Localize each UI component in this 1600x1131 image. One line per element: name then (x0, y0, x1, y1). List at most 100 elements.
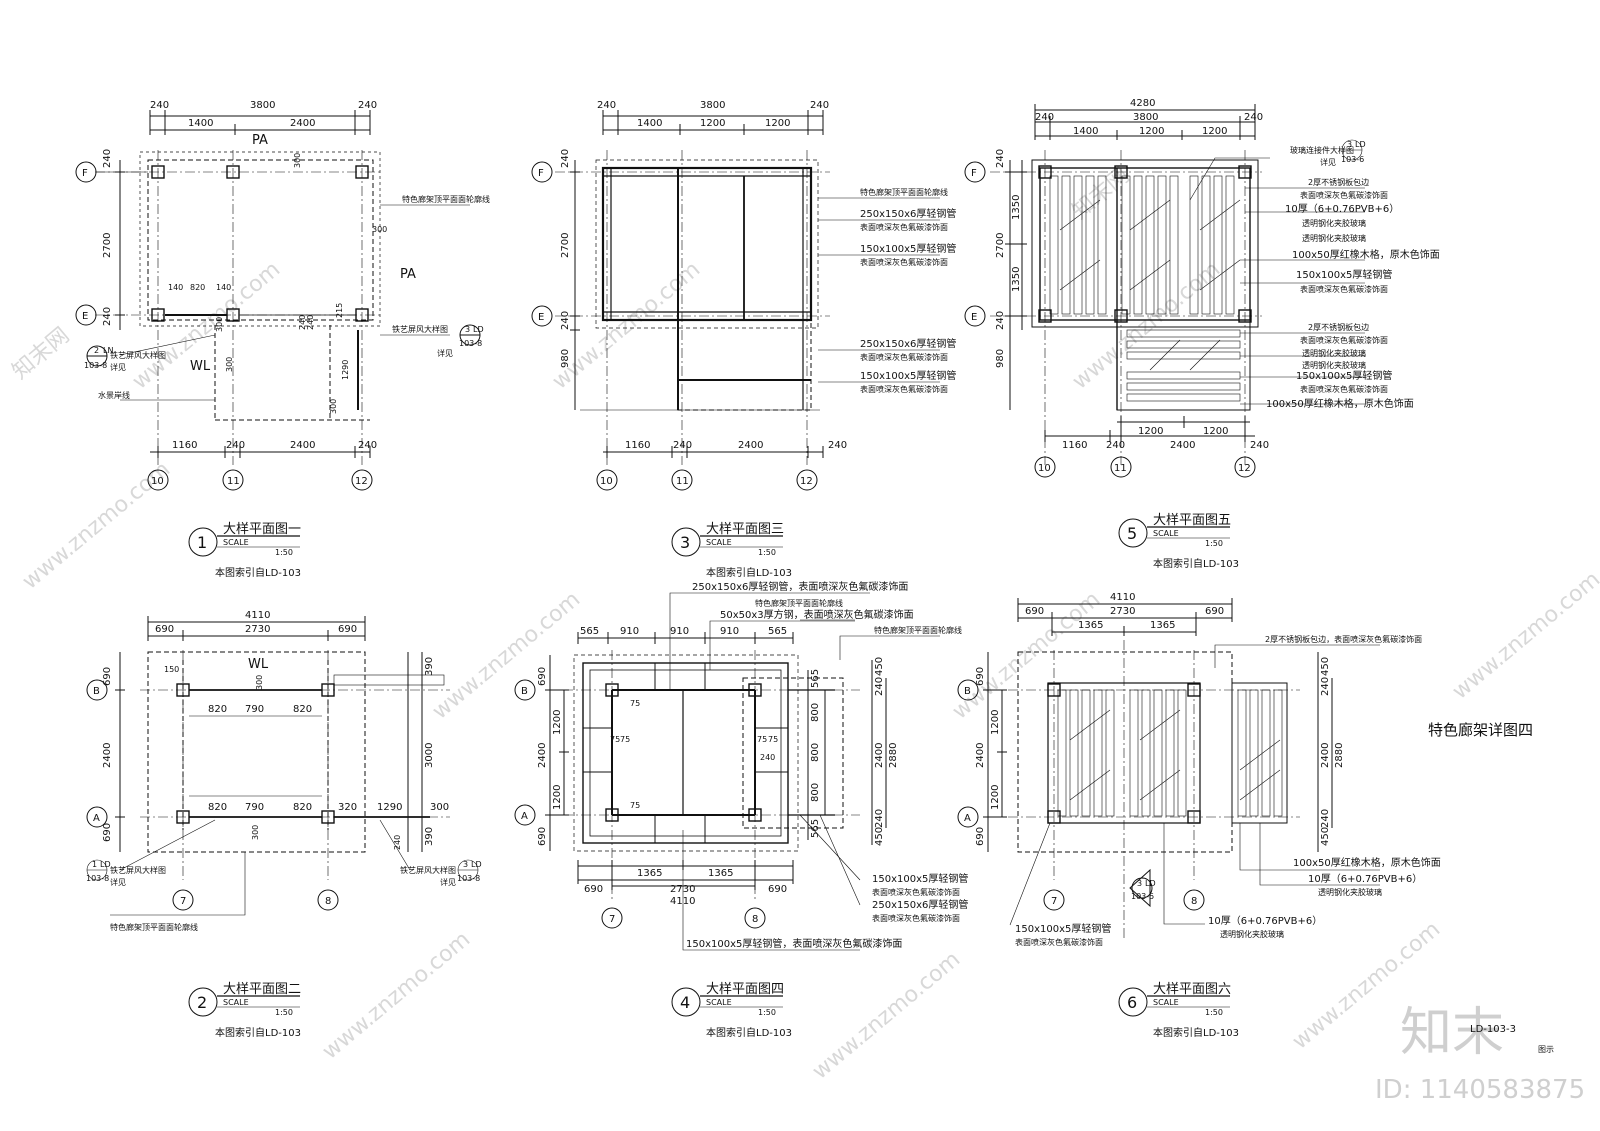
dim-text: 2730 (670, 884, 695, 895)
note-text: 250x150x6厚轻钢管 (860, 207, 956, 220)
grid-bubble-label: B (93, 686, 100, 697)
dim-text: 790 (245, 802, 264, 813)
callout-tag: LD (1145, 879, 1156, 888)
scale-label: SCALE (706, 538, 732, 547)
scale-value: 1:50 (758, 1008, 776, 1017)
plan-reference: 本图索引自LD-103 (1153, 1026, 1239, 1039)
dim-text: 240 (760, 753, 775, 762)
dim-text: 240 (1106, 440, 1125, 451)
dim-text: 1350 (1011, 267, 1022, 292)
note-text: 150x100x5厚轻钢管 (1015, 922, 1111, 935)
dim-text: 4110 (1110, 592, 1135, 603)
dim-text: 300 (372, 225, 387, 234)
dim-text: 820 (293, 802, 312, 813)
dim-text: 690 (1205, 606, 1224, 617)
plan-number: 2 (197, 993, 207, 1012)
note-text: 透明钢化夹胶玻璃 (1220, 929, 1284, 939)
dim-text: 2880 (1334, 743, 1345, 768)
dim-text: 690 (537, 667, 548, 686)
note-text: 表面喷深灰色氟碳漆饰面 (860, 352, 948, 362)
note-text: 表面喷深灰色氟碳漆饰面 (1300, 335, 1388, 345)
dim-text: 1200 (700, 118, 725, 129)
note-text: 特色廊架顶平面面轮廓线 (860, 187, 948, 197)
plan-reference: 本图索引自LD-103 (215, 1026, 301, 1039)
note-text: 50x50x3厚方钢，表面喷深灰色氟碳漆饰面 (720, 608, 914, 621)
dim-text: 2400 (537, 743, 548, 768)
sheet-title-block: 特色廊架详图四 LD-103-3 图示 (1428, 721, 1554, 1054)
note-text: 表面喷深灰色氟碳漆饰面 (860, 222, 948, 232)
dim-text: 240 (1320, 809, 1331, 828)
wood-slats (1057, 689, 1283, 817)
grid-bubble-label: 11 (1114, 463, 1127, 474)
dim-text: 1200 (765, 118, 790, 129)
plan-number: 6 (1127, 993, 1137, 1012)
dim-text: 1350 (1011, 195, 1022, 220)
note-text: 详见 (437, 348, 453, 358)
plan-reference: 本图索引自LD-103 (1153, 557, 1239, 570)
dim-text: 240 (1320, 677, 1331, 696)
dim-text: 240 (306, 315, 315, 330)
dim-text: 140 (216, 283, 231, 292)
scale-value: 1:50 (275, 1008, 293, 1017)
sheet-title: 特色廊架详图四 (1428, 721, 1533, 739)
watermark-brand: 知末 (1400, 1003, 1504, 1063)
dim-text: 450 (1320, 657, 1331, 676)
callout-num: 3 (463, 860, 468, 869)
plan-title: 大样平面图四 (706, 982, 784, 997)
callout-tag: LD (1355, 140, 1366, 149)
callout-num: 2 (94, 346, 99, 355)
dim-text: 1200 (1139, 126, 1164, 137)
dim-text: 800 (810, 703, 821, 722)
dim-text: 240 (102, 307, 113, 326)
plan-reference: 本图索引自LD-103 (215, 566, 301, 579)
label-pa: PA (252, 133, 268, 148)
dim-text: 240 (102, 149, 113, 168)
note-text: 详见 (110, 362, 126, 372)
callout-num: 3 (465, 325, 470, 334)
dim-text: 240 (874, 809, 885, 828)
callout-ref: 103-8 (457, 874, 480, 883)
dim-text: 800 (810, 783, 821, 802)
dim-text: 2700 (995, 233, 1006, 258)
note-text: 150x100x5厚轻钢管 (1296, 268, 1392, 281)
callout-ref: 103-8 (86, 874, 109, 883)
grid-bubble-label: F (971, 168, 977, 179)
note-text: 详见 (1320, 157, 1336, 167)
note-text: 特色廊架顶平面面轮廓线 (402, 194, 490, 204)
note-text: 透明钢化夹胶玻璃 (1302, 360, 1366, 370)
dim-text: 3800 (700, 100, 725, 111)
dim-text: 240 (358, 100, 377, 111)
dim-text: 690 (1025, 606, 1044, 617)
scale-label: SCALE (223, 998, 249, 1007)
dim-text: 240 (150, 100, 169, 111)
dim-text: 2400 (874, 743, 885, 768)
dim-text: 240 (1035, 112, 1054, 123)
plan-number: 4 (680, 993, 690, 1012)
dim-text: 565 (810, 669, 821, 688)
dim-text: 450 (874, 657, 885, 676)
dim-text: 1200 (1138, 426, 1163, 437)
dim-text: 300 (293, 153, 302, 168)
dim-text: 1400 (1073, 126, 1098, 137)
dim-text: 450 (1320, 827, 1331, 846)
callout-ref: 103-5 (1131, 892, 1154, 901)
grid-bubble-label: B (964, 686, 971, 697)
dim-text: 2400 (1320, 743, 1331, 768)
dim-text: 2400 (738, 440, 763, 451)
plan-title: 大样平面图一 (223, 522, 301, 537)
note-text: 250x150x6厚轻钢管，表面喷深灰色氟碳漆饰面 (692, 580, 908, 593)
watermark-id: ID: 1140583875 (1375, 1075, 1585, 1105)
note-text: 详见 (440, 877, 456, 887)
dim-text: 240 (393, 835, 402, 850)
dim-text: 240 (298, 315, 307, 330)
dim-text: 1200 (552, 710, 563, 735)
dim-text: 240 (810, 100, 829, 111)
grid-bubble-label: B (521, 686, 528, 697)
plan-title: 大样平面图三 (706, 522, 784, 537)
dim-text: 820 (208, 802, 227, 813)
note-text: 玻璃连接件大样图 (1290, 145, 1354, 155)
dim-text: 690 (155, 624, 174, 635)
dim-text: 800 (810, 743, 821, 762)
grid-bubble-label: 10 (151, 476, 164, 487)
